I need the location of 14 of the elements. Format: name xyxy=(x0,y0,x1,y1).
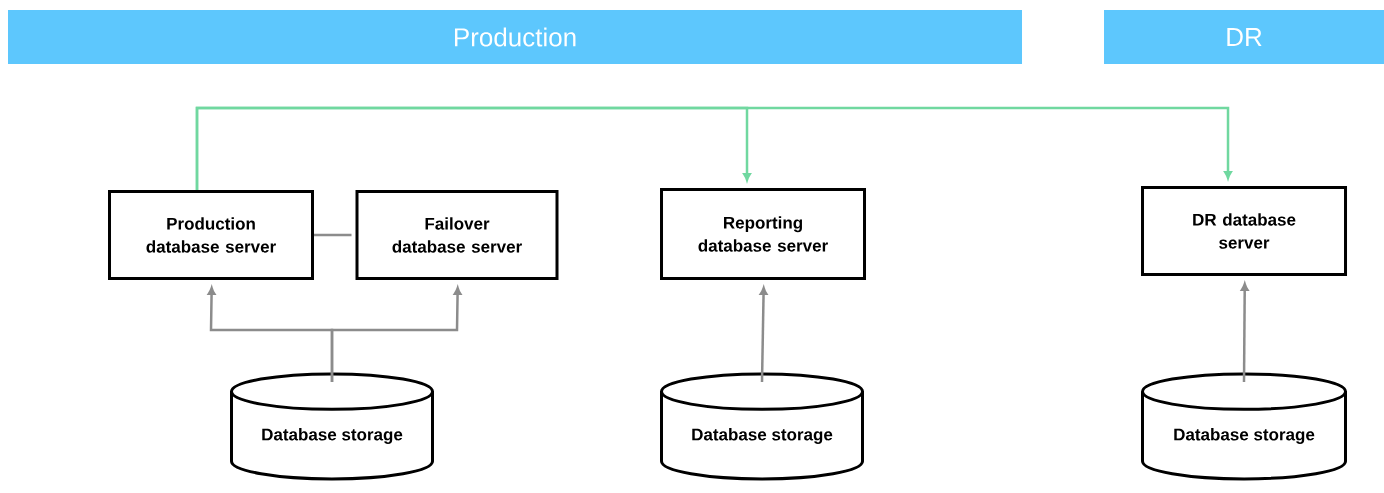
server-box: Reporting database server xyxy=(660,188,866,280)
storage-cylinder: Database storage xyxy=(660,372,864,481)
storage-cylinder: Database storage xyxy=(1141,372,1347,481)
arrow xyxy=(330,286,462,382)
section-banner: Production xyxy=(8,10,1022,64)
arrow xyxy=(195,106,751,190)
server-box: Production database server xyxy=(108,190,314,280)
server-box: Failover database server xyxy=(355,190,559,280)
connector-line xyxy=(314,233,352,237)
storage-cylinder: Database storage xyxy=(230,372,434,481)
arrow xyxy=(1240,282,1249,382)
section-banner: DR xyxy=(1104,10,1384,64)
arrow xyxy=(759,286,768,383)
server-box: DR database server xyxy=(1141,186,1347,276)
